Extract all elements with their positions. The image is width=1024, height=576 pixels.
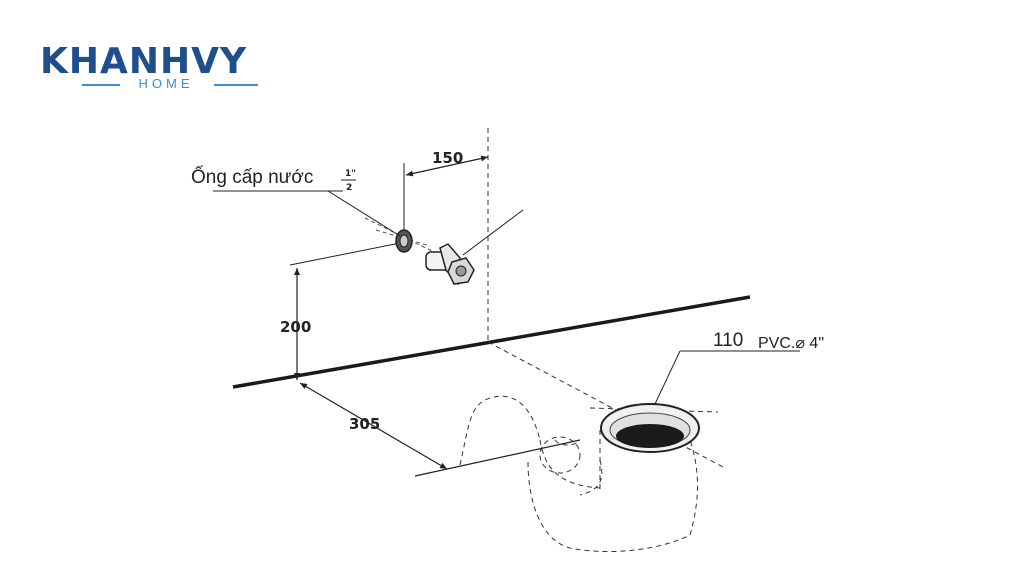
floor-wall-line: [232, 295, 751, 389]
drain-outlet: [599, 403, 700, 490]
water-pipe-callout: Ống cấp nước 1" 2: [191, 166, 401, 237]
underground-pipe: [459, 395, 698, 553]
logo-rule-right: [214, 84, 258, 86]
water-supply-pipe: [364, 217, 441, 256]
dimension-150: 150: [403, 149, 489, 252]
drain-callout: 110 PVC.⌀ 4": [654, 330, 824, 405]
drain-spec-label: PVC.⌀ 4": [758, 335, 824, 352]
brand-logo: KHANHVY HOME: [40, 40, 290, 100]
logo-sub-text: HOME: [138, 76, 194, 91]
dimension-305: 305: [299, 382, 581, 477]
pipe-size-denominator: 2: [346, 183, 352, 193]
logo-brand-text: KHANHVY: [40, 41, 248, 82]
dimension-150-label: 150: [432, 149, 463, 167]
angle-valve: [425, 209, 524, 286]
dimension-200-label: 200: [280, 318, 311, 336]
drain-size-label: 110: [713, 330, 743, 351]
water-pipe-label: Ống cấp nước: [191, 166, 313, 188]
pipe-size-numerator: 1": [345, 169, 356, 179]
dimension-305-label: 305: [349, 415, 380, 433]
dimension-200: 200: [280, 242, 401, 380]
logo-rule-left: [82, 84, 120, 86]
floor-dash-1: [487, 341, 726, 469]
